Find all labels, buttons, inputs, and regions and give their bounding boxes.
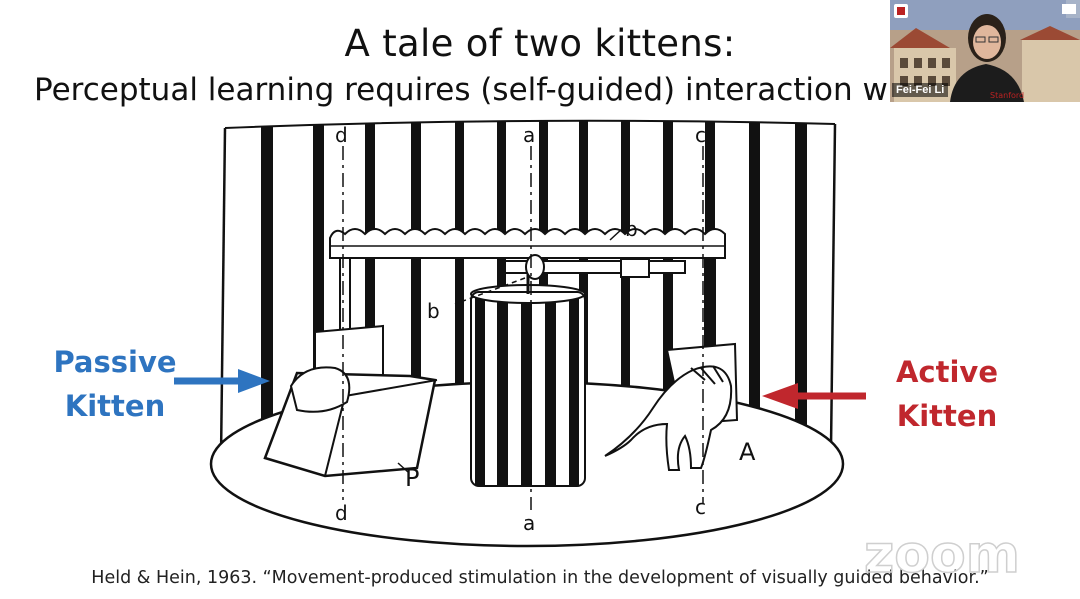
passive-kitten-label: Passive Kitten	[40, 340, 190, 428]
active-kitten	[604, 342, 739, 471]
label-d-top: d	[335, 123, 348, 147]
active-label-line1: Active	[895, 355, 998, 389]
svg-text:Stanford: Stanford	[990, 91, 1024, 100]
central-cylinder	[470, 268, 586, 487]
label-b-upper: b	[625, 217, 638, 241]
citation-text: Held & Hein, 1963. “Movement-produced st…	[91, 568, 989, 588]
label-c-bottom: c	[695, 495, 706, 519]
label-a-bottom: a	[523, 511, 535, 535]
passive-label-line1: Passive	[53, 345, 177, 379]
svg-text:zoom: zoom	[864, 528, 1020, 580]
active-kitten-label: Active Kitten	[872, 350, 1022, 438]
slide-subtitle: Perceptual learning requires (self-guide…	[34, 72, 929, 108]
slide-title: A tale of two kittens:	[344, 22, 736, 65]
axis-lines	[342, 146, 704, 510]
label-b-lower: b	[427, 299, 440, 323]
active-arrow-icon	[762, 383, 866, 409]
speaker-video-tile[interactable]: Stanford Fei-Fei Li	[890, 0, 1080, 102]
passive-kitten-gondola	[263, 324, 438, 478]
label-c-top: c	[695, 123, 706, 147]
label-a-top: a	[523, 123, 535, 147]
label-p: P	[405, 464, 419, 492]
label-d-bottom: d	[335, 501, 348, 525]
participant-name-tag: Fei-Fei Li	[892, 83, 949, 97]
kitten-carousel-diagram: d a c b b P A d a c	[209, 119, 845, 548]
passive-label-line2: Kitten	[64, 389, 166, 423]
label-a-cat: A	[739, 438, 756, 466]
passive-arrow-icon	[174, 369, 270, 393]
active-label-line2: Kitten	[896, 399, 998, 433]
striped-drum	[219, 119, 837, 459]
zoom-watermark-logo: zoom	[863, 528, 1020, 580]
